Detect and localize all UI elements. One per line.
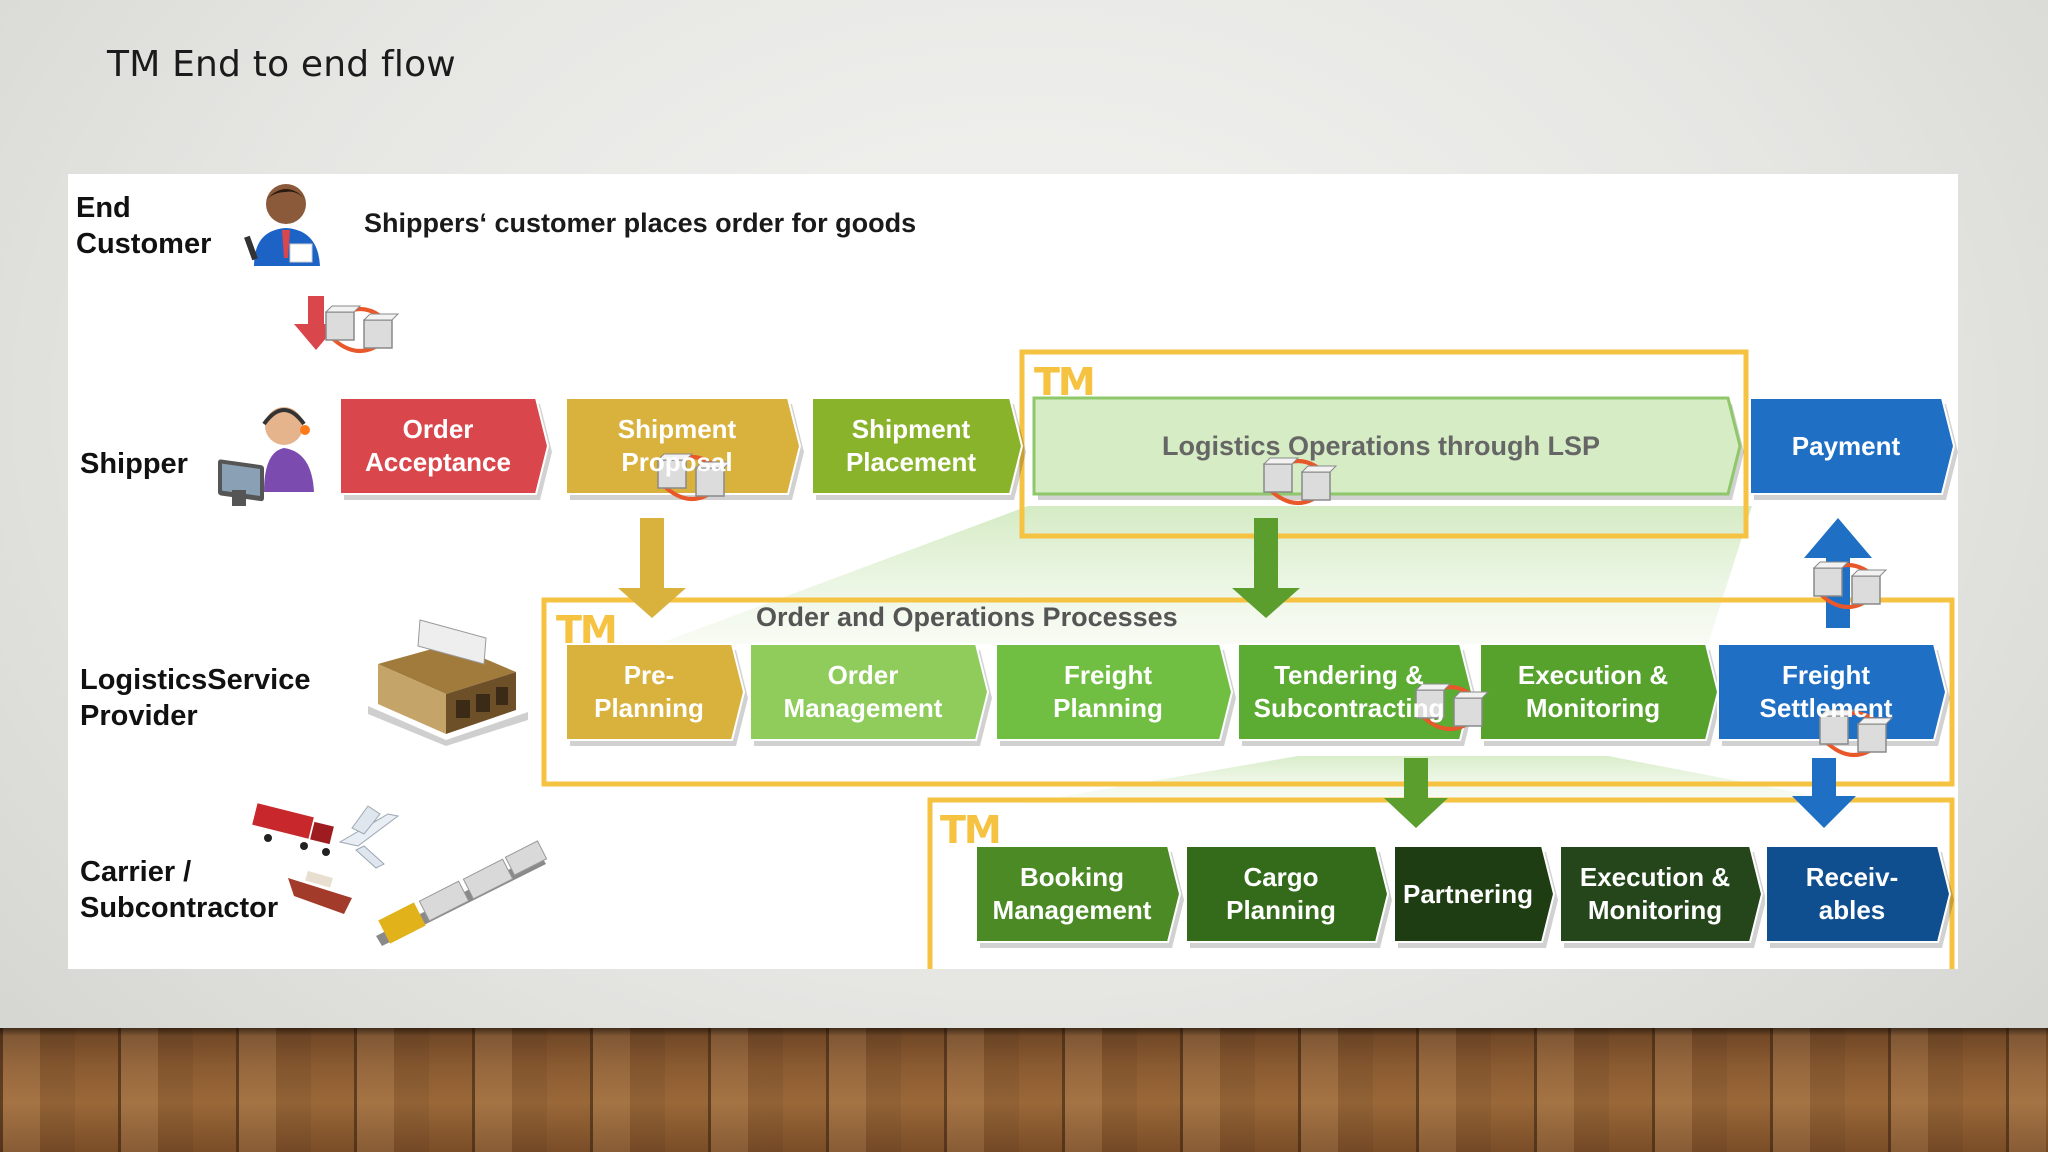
- wood-floor: [0, 1028, 2048, 1152]
- proposal-down-arrow: [618, 518, 686, 618]
- exchange-icon: [656, 453, 732, 501]
- exchange-icon: [324, 305, 400, 353]
- tm-marker-carrier: TM: [940, 808, 1002, 852]
- process-step-shape: [1032, 396, 1742, 496]
- exchange-icon: [1414, 683, 1490, 731]
- tm-marker-shipper: TM: [1034, 360, 1096, 404]
- process-step-shape: [811, 397, 1024, 495]
- lsp-box-title: Order and Operations Processes: [756, 602, 1178, 632]
- warehouse-icon: [368, 619, 528, 746]
- lane-label-carrier: Carrier / Subcontractor: [80, 856, 279, 924]
- process-step-shape: [1393, 845, 1556, 943]
- slide-title: TM End to end flow: [107, 44, 456, 85]
- process-step-shape: [1717, 643, 1948, 741]
- carrier-vehicles-icon: [252, 803, 548, 946]
- exchange-icon: [1818, 709, 1894, 757]
- process-step-shape: [995, 643, 1234, 741]
- focus-fan-lower: [1018, 756, 1858, 804]
- process-step-shape: [1185, 845, 1390, 943]
- process-step-shape: [1559, 845, 1764, 943]
- exchange-icon: [1812, 561, 1888, 609]
- process-step-shape: [749, 643, 990, 741]
- process-step-shape: [1479, 643, 1720, 741]
- process-step-shape: [975, 845, 1182, 943]
- tendering-down-arrow: [1384, 758, 1448, 828]
- process-step-shape: [1749, 397, 1956, 495]
- lane-label-end-customer: End Customer: [76, 192, 212, 260]
- flow-diagram: End Customer Shipper LogisticsService Pr…: [68, 174, 1958, 969]
- settlement-down-arrow: [1792, 758, 1856, 828]
- lane-label-lsp: LogisticsService Provider: [80, 664, 311, 732]
- diagram-graphics: [218, 184, 1958, 969]
- diagram-headline: Shippers‘ customer places order for good…: [364, 208, 917, 238]
- process-step-shape: [565, 397, 802, 495]
- lsp-down-arrow: [1232, 518, 1300, 618]
- process-step-shape: [339, 397, 550, 495]
- process-step-shape: [565, 643, 746, 741]
- lane-label-shipper: Shipper: [80, 448, 188, 480]
- process-step-shape: [1765, 845, 1952, 943]
- focus-fan-upper: [658, 506, 1752, 644]
- exchange-icon: [1262, 457, 1338, 505]
- shipper-icon: [218, 407, 314, 506]
- end-customer-icon: [244, 184, 320, 266]
- tm-marker-lsp: TM: [556, 608, 618, 652]
